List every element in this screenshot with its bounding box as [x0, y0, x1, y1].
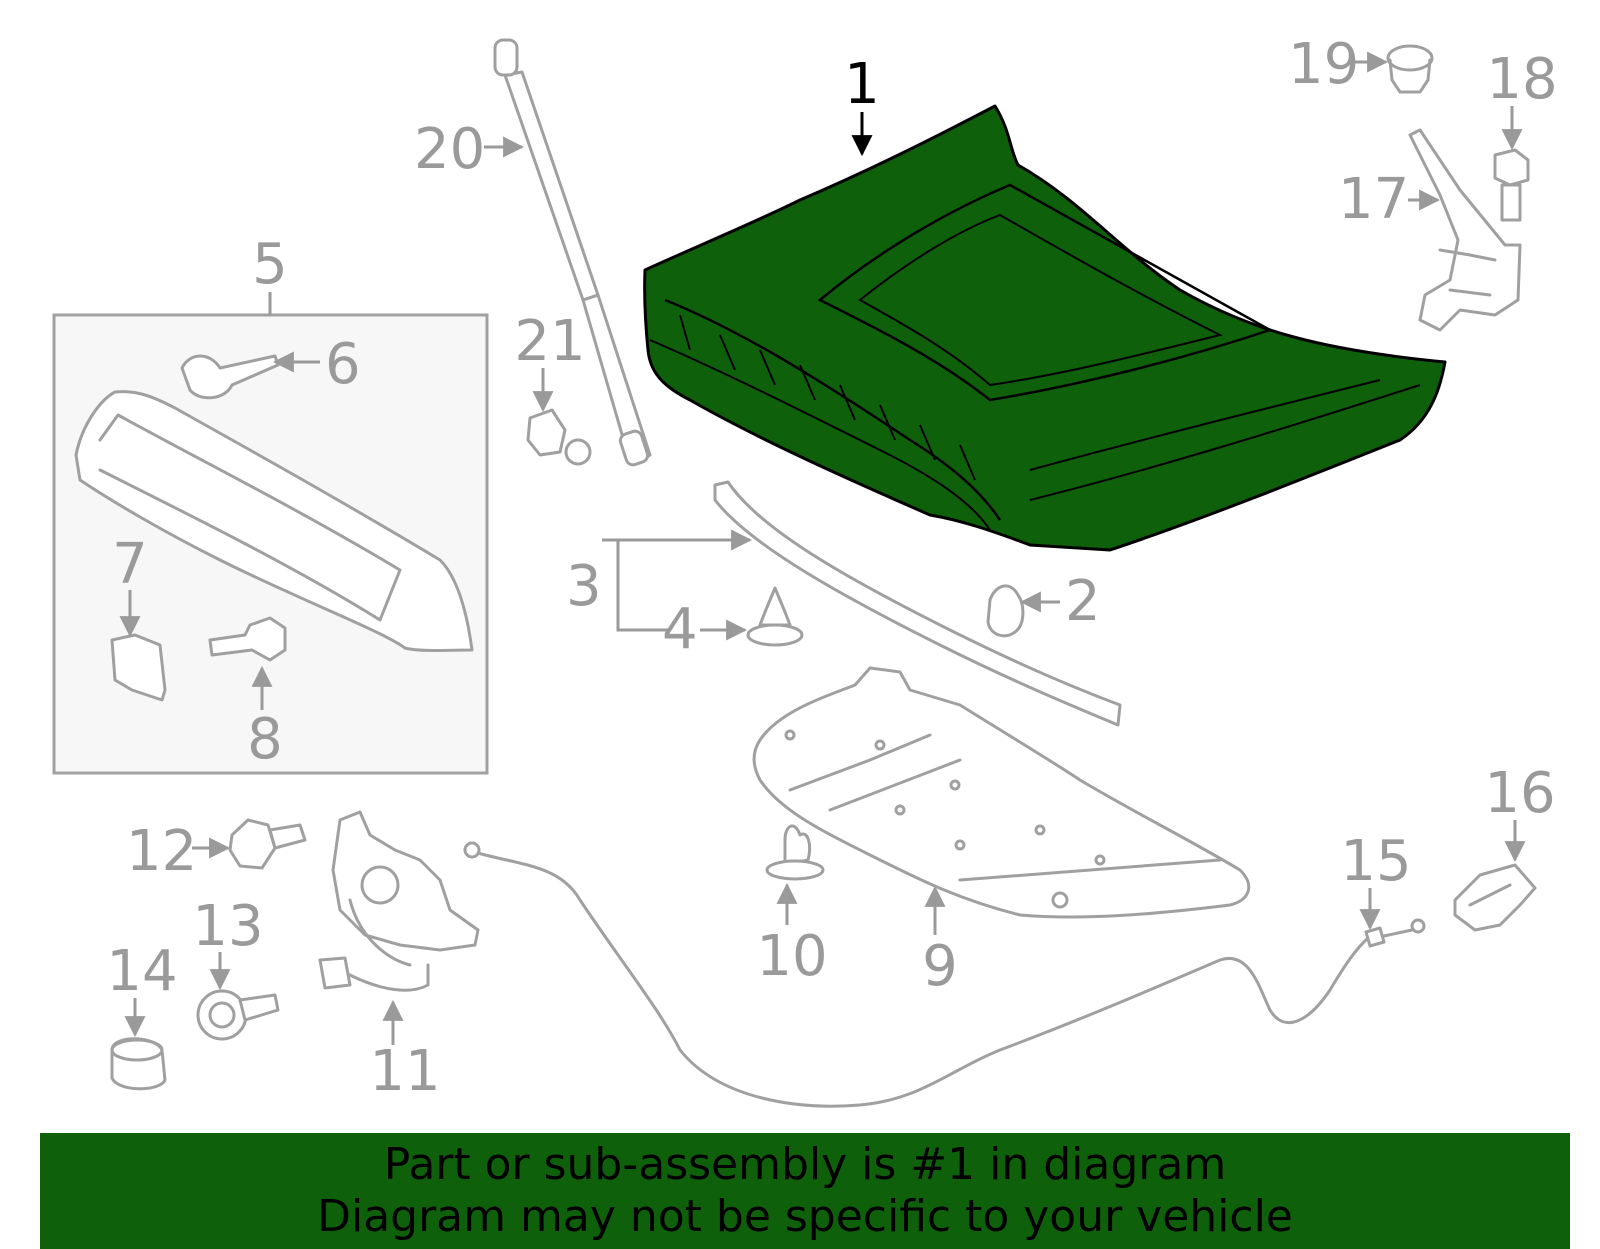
- callout-9: 9: [922, 885, 958, 999]
- release-cable[interactable]: [463, 841, 1426, 1108]
- callout-label-7: 7: [112, 532, 148, 597]
- hood-strut-part-20[interactable]: [493, 38, 652, 467]
- callout-5: 5: [252, 232, 288, 315]
- callout-2: 2: [1019, 569, 1101, 634]
- retainer-part-4[interactable]: [746, 586, 804, 647]
- callout-19: 19: [1288, 32, 1389, 97]
- hinge-part-17[interactable]: [1408, 128, 1522, 332]
- callout-14: 14: [106, 939, 178, 1038]
- callout-label-17: 17: [1338, 167, 1409, 232]
- callout-label-2: 2: [1065, 569, 1101, 634]
- banner-line-2: Diagram may not be specific to your vehi…: [317, 1191, 1293, 1242]
- callout-label-20: 20: [414, 117, 485, 182]
- callout-label-9: 9: [922, 934, 958, 999]
- hood-part-1[interactable]: [643, 104, 1447, 552]
- callout-20: 20: [414, 117, 525, 182]
- callout-label-21: 21: [514, 309, 585, 374]
- seal-part-3[interactable]: [713, 480, 1122, 727]
- highlight-notice-banner: Part or sub-assembly is #1 in diagram Di…: [40, 1133, 1570, 1249]
- callout-3: 3: [566, 529, 753, 632]
- callout-label-5: 5: [252, 232, 288, 297]
- callout-label-10: 10: [756, 924, 827, 989]
- callout-7: 7: [112, 532, 148, 638]
- callout-label-8: 8: [247, 707, 283, 772]
- release-handle-part-16[interactable]: [1453, 863, 1537, 932]
- callout-12: 12: [126, 819, 231, 884]
- push-clip-part-10[interactable]: [765, 824, 825, 881]
- bolt-part-18[interactable]: [1493, 148, 1530, 222]
- callout-label-12: 12: [126, 819, 197, 884]
- plug-part-14[interactable]: [110, 1037, 167, 1091]
- garnish-kit-part-5[interactable]: [52, 313, 489, 775]
- callout-label-1: 1: [844, 52, 880, 117]
- bumper-part-19[interactable]: [1386, 44, 1434, 94]
- callout-10: 10: [756, 882, 828, 989]
- callout-8: 8: [247, 665, 283, 772]
- callout-label-4: 4: [662, 597, 698, 662]
- callout-label-3: 3: [566, 554, 602, 619]
- callout-4: 4: [662, 597, 748, 662]
- callout-21: 21: [514, 309, 586, 413]
- callout-16: 16: [1484, 761, 1556, 863]
- callout-label-13: 13: [192, 894, 263, 959]
- latch-part-11[interactable]: [318, 810, 480, 992]
- insulator-part-9[interactable]: [752, 666, 1251, 919]
- clip-part-2[interactable]: [986, 584, 1025, 638]
- callout-label-11: 11: [369, 1039, 440, 1104]
- callout-label-14: 14: [106, 939, 177, 1004]
- callout-label-6: 6: [325, 332, 361, 397]
- callout-18: 18: [1486, 47, 1558, 151]
- bolt-part-13[interactable]: [196, 989, 280, 1041]
- callout-label-16: 16: [1484, 761, 1555, 826]
- callout-label-18: 18: [1486, 47, 1557, 112]
- callout-label-15: 15: [1340, 829, 1411, 894]
- bolt-part-12[interactable]: [228, 818, 307, 870]
- callout-13: 13: [192, 894, 264, 991]
- callout-1: 1: [844, 52, 880, 157]
- callout-6: 6: [272, 332, 361, 397]
- callout-label-19: 19: [1288, 32, 1359, 97]
- callout-11: 11: [369, 999, 441, 1104]
- banner-line-1: Part or sub-assembly is #1 in diagram: [383, 1139, 1227, 1190]
- bumper-part-21[interactable]: [526, 408, 592, 466]
- callout-17: 17: [1338, 167, 1441, 232]
- callout-15: 15: [1340, 829, 1412, 931]
